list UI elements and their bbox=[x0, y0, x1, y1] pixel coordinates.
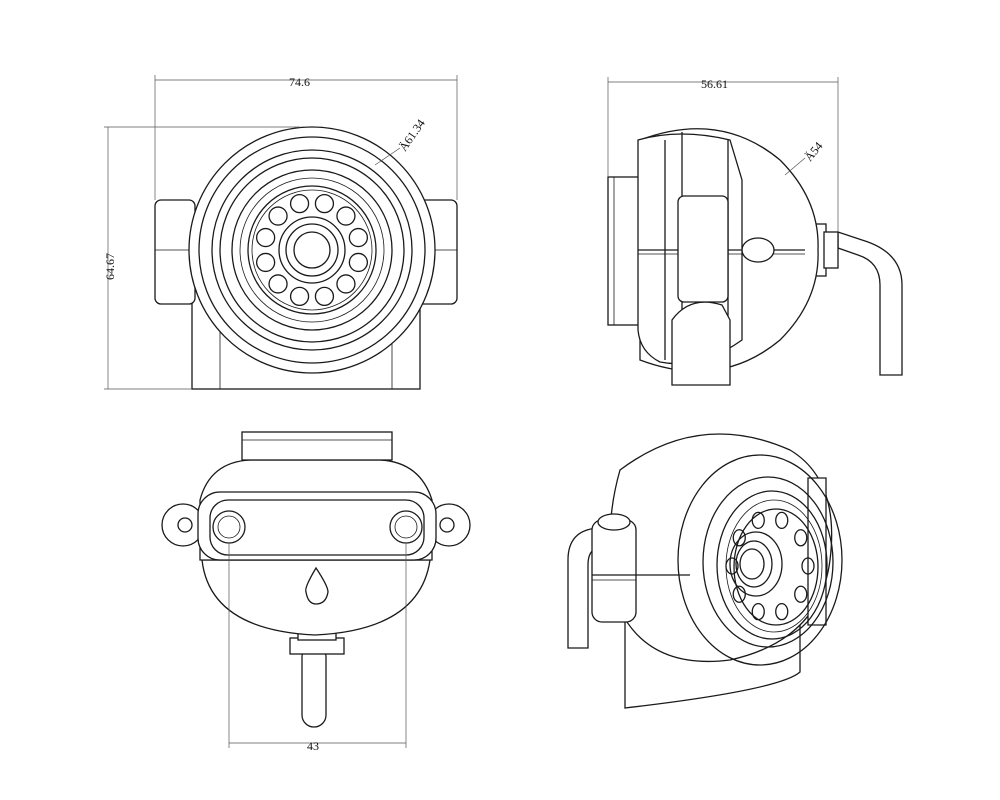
ir-led bbox=[289, 193, 310, 214]
dimension-front-height: 64.67 bbox=[103, 253, 117, 280]
ir-led bbox=[255, 227, 276, 248]
bottom-view bbox=[161, 431, 471, 728]
ir-led bbox=[725, 557, 739, 575]
side-view bbox=[607, 128, 903, 386]
ir-led bbox=[775, 511, 789, 529]
dimension-front-diameter: Ä61.34 bbox=[396, 116, 428, 153]
ir-led bbox=[794, 585, 808, 603]
ir-led bbox=[314, 193, 335, 214]
ir-led bbox=[314, 286, 335, 307]
ir-led bbox=[289, 286, 310, 307]
ir-led bbox=[794, 529, 808, 547]
ir-led bbox=[775, 603, 789, 621]
dimension-front-width: 74.6 bbox=[289, 75, 310, 89]
ir-led bbox=[751, 511, 765, 529]
front-view bbox=[154, 126, 458, 390]
perspective-view bbox=[567, 433, 843, 709]
ir-led bbox=[268, 274, 288, 294]
ir-led bbox=[255, 252, 276, 273]
ir-led bbox=[336, 274, 356, 294]
ir-led bbox=[751, 603, 765, 621]
ir-led bbox=[732, 585, 746, 603]
ir-led bbox=[336, 206, 356, 226]
ir-led bbox=[268, 206, 288, 226]
ir-led bbox=[348, 252, 369, 273]
bottom-dimensions: 43 bbox=[228, 543, 407, 753]
dimension-side-depth: 56.61 bbox=[701, 77, 728, 91]
ir-led bbox=[801, 557, 815, 575]
dimension-bottom-width: 43 bbox=[307, 739, 319, 753]
ir-led bbox=[732, 529, 746, 547]
dimension-side-diameter: Ä54 bbox=[802, 139, 826, 164]
ir-led bbox=[348, 227, 369, 248]
